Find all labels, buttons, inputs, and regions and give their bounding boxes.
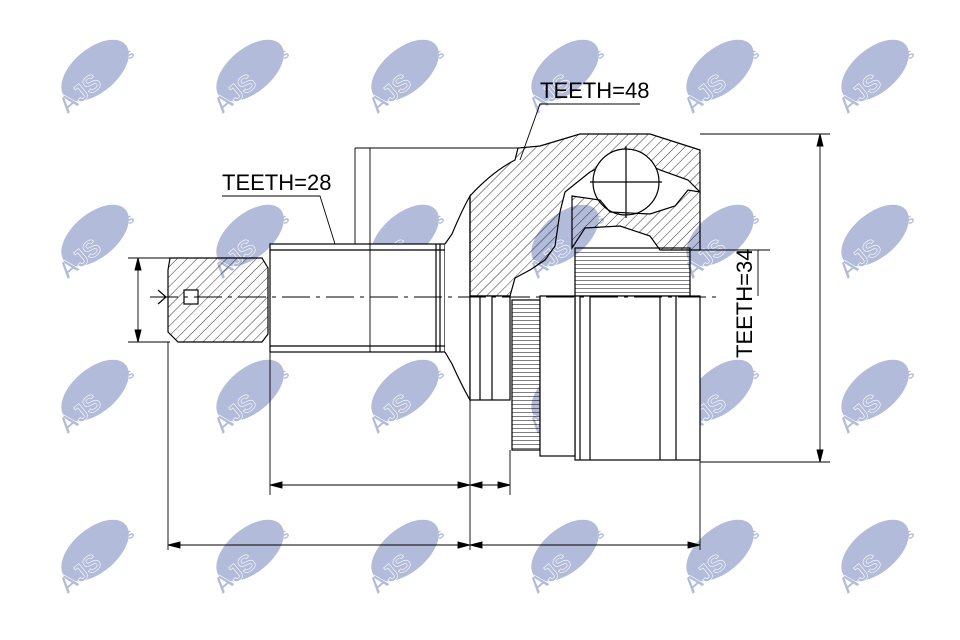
bell-lower (574, 295, 701, 461)
bell-neck-lower (469, 295, 511, 401)
shaft-shoulder (444, 193, 471, 403)
inner-spline-bore (574, 247, 691, 297)
splined-shaft (269, 243, 446, 353)
abs-ring (511, 299, 541, 451)
teeth-shaft-label: TEETH=28 (222, 170, 331, 195)
inner-race-section (571, 189, 701, 251)
dimension-lines (128, 133, 830, 550)
teeth-outer-label: TEETH=48 (540, 78, 649, 103)
teeth-inner-label: TEETH=34 (732, 249, 757, 358)
technical-drawing (128, 103, 830, 550)
stub-end-section (167, 257, 269, 343)
bell-upper-section (469, 133, 701, 297)
leader-lines (222, 103, 640, 245)
